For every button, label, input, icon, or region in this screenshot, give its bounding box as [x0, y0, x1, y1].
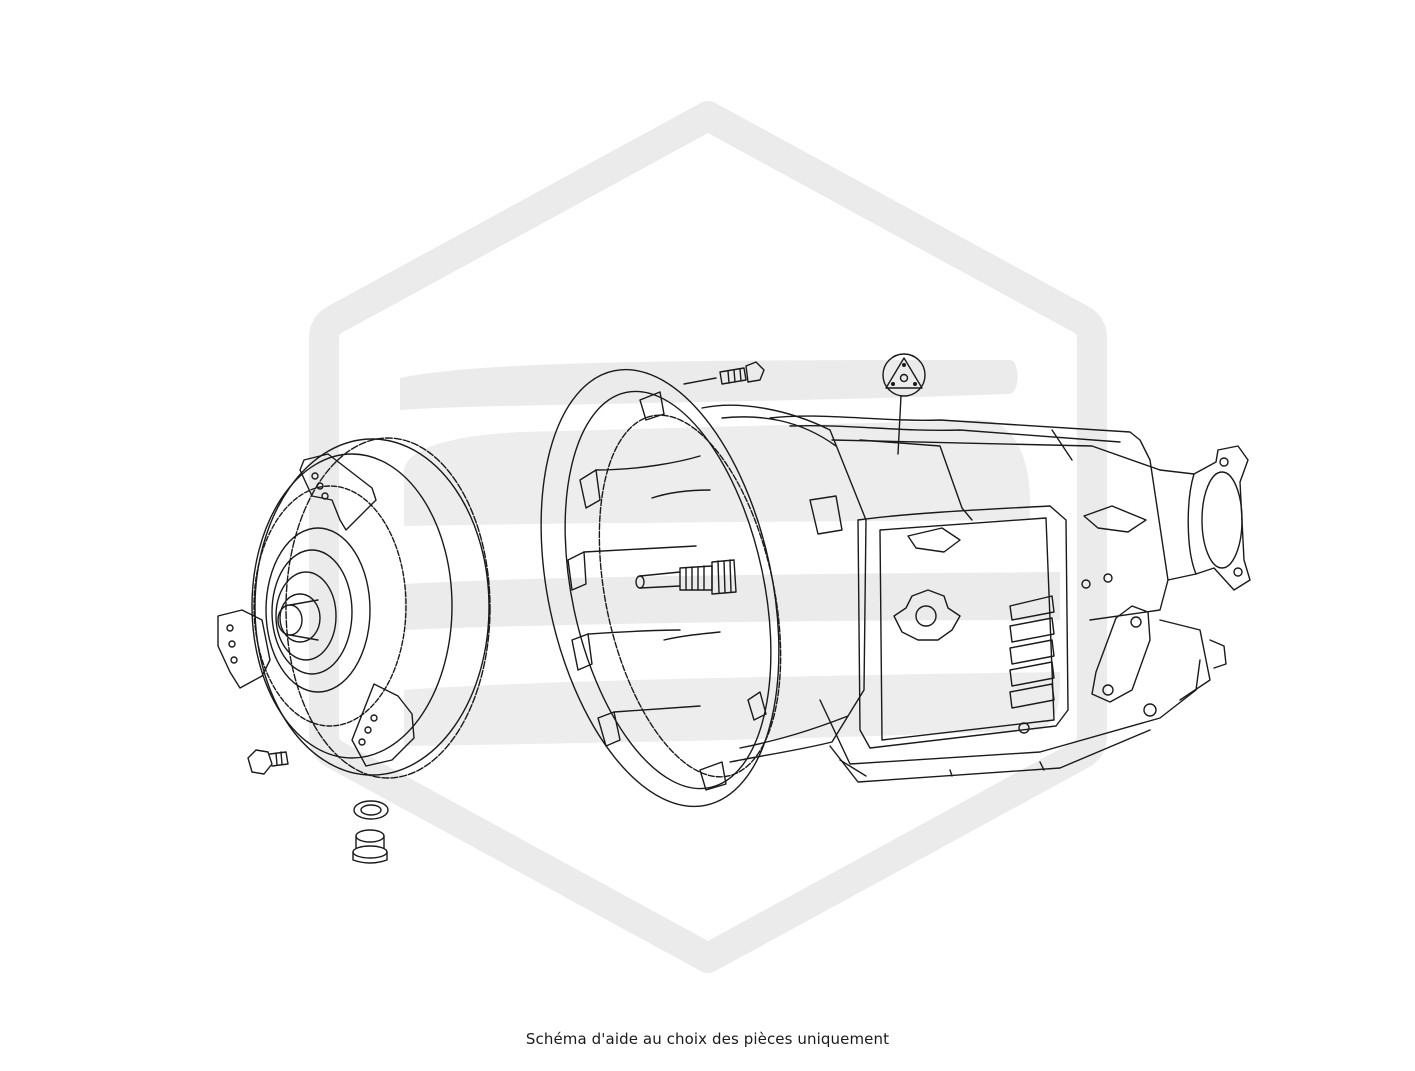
mounting-bolt — [683, 361, 765, 385]
callout-symbol — [882, 353, 926, 455]
transmission-housing — [769, 415, 1227, 783]
drain-plug — [352, 829, 388, 864]
brand-hexagon-logo-watermark — [309, 101, 1107, 973]
converter-bolt — [247, 749, 289, 775]
torque-converter — [217, 437, 491, 779]
diagram-caption: Schéma d'aide au choix des pièces unique… — [525, 1030, 890, 1048]
output-flange — [1159, 445, 1251, 591]
sealing-washer — [353, 800, 389, 820]
bell-housing — [540, 368, 867, 808]
input-shaft — [635, 489, 737, 641]
